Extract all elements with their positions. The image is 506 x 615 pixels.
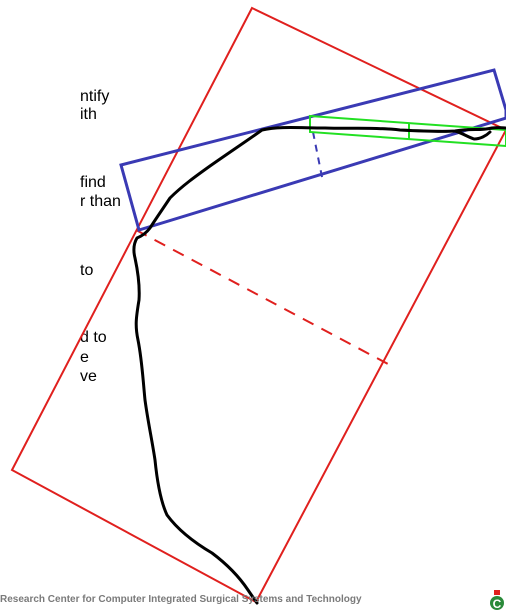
text-fragment-5: to xyxy=(80,262,94,279)
black-contour xyxy=(132,126,506,605)
blue-dashed-line xyxy=(312,131,324,183)
blue-rectangle xyxy=(119,68,506,232)
outer-red-rectangle xyxy=(10,6,506,604)
text-fragment-2: ith xyxy=(80,106,97,123)
text-fragment-1: ntify xyxy=(80,88,110,105)
text-fragment-3: find xyxy=(80,174,106,191)
footer-text: Research Center for Computer Integrated … xyxy=(0,594,362,605)
text-fragment-8: ve xyxy=(80,368,97,385)
text-fragment-4: r than xyxy=(80,193,121,210)
text-fragment-7: e xyxy=(80,349,89,366)
jhu-logo-icon: C xyxy=(490,590,504,611)
text-fragment-6: d to xyxy=(80,329,107,346)
svg-text:C: C xyxy=(493,597,502,611)
red-dashed-line xyxy=(135,229,389,365)
